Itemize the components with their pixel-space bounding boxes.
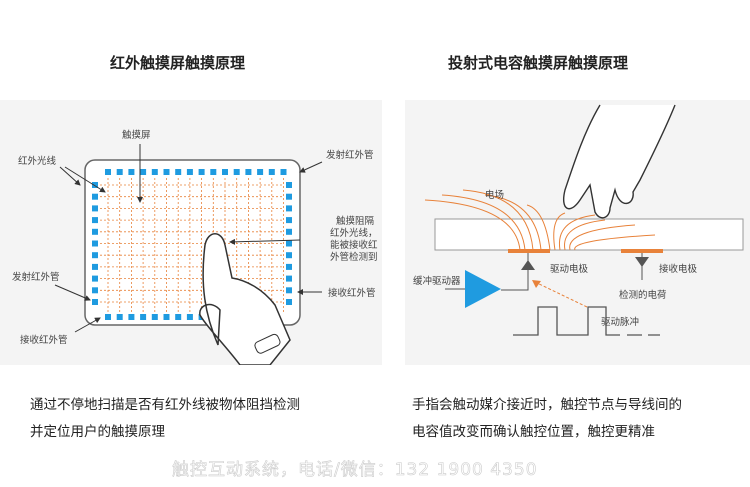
right-caption-line-1: 手指会触动媒介接近时，触控节点与导线间的 bbox=[412, 397, 682, 413]
emitter-tube-top bbox=[198, 169, 205, 175]
emitter-tube-top bbox=[222, 169, 228, 175]
label-field: 电场 bbox=[485, 189, 504, 201]
receiver-tube-bottom bbox=[128, 314, 135, 320]
receiver-tube-right bbox=[286, 217, 292, 224]
receive-electrode bbox=[621, 249, 663, 253]
emitter-tube-top bbox=[116, 169, 123, 175]
emitter-tube-left bbox=[92, 182, 98, 188]
receiver-tube-bottom bbox=[175, 314, 182, 320]
receiver-tube-bottom bbox=[105, 314, 111, 320]
emitter-tube-top bbox=[151, 169, 158, 175]
capacitive-diagram-panel: 电场 驱动电极 接收电极 缓冲驱动器 检测的电荷 驱动脉冲 bbox=[405, 100, 750, 365]
label-pulse: 驱动脉冲 bbox=[601, 316, 639, 328]
emitter-tube-left bbox=[92, 228, 98, 235]
capacitive-diagram: 电场 驱动电极 接收电极 缓冲驱动器 检测的电荷 驱动脉冲 bbox=[413, 104, 744, 336]
left-caption-line-2: 并定位用户的触摸原理 bbox=[30, 424, 165, 440]
ir-diagram: 触摸屏 红外光线 发射红外管 触摸阻隔 红外光线， 能被接收红 外管检测到 发射… bbox=[12, 129, 378, 366]
emitter-tube-top bbox=[268, 169, 275, 175]
receiver-tube-right bbox=[286, 205, 292, 212]
field-line bbox=[569, 224, 636, 251]
receiver-tube-right bbox=[286, 228, 292, 235]
pulse-waveform bbox=[513, 306, 660, 336]
receiver-tube-right bbox=[286, 263, 292, 270]
label-charge: 检测的电荷 bbox=[619, 289, 667, 301]
receiver-tube-bottom bbox=[140, 314, 147, 320]
emitter-tube-top bbox=[175, 169, 182, 175]
watermark: 触控互动系统，电话/微信：132 1900 4350 bbox=[172, 460, 538, 481]
field-line bbox=[526, 204, 551, 251]
field-line bbox=[462, 189, 534, 251]
receiver-tube-right bbox=[286, 240, 292, 247]
receiver-tube-bottom bbox=[163, 314, 170, 320]
emitter-tube-left bbox=[92, 275, 98, 282]
label-blocked-3: 能被接收红 bbox=[330, 239, 378, 251]
emitter-tube-left bbox=[92, 252, 98, 259]
emitter-tube-top bbox=[233, 169, 240, 175]
receiver-tube-right bbox=[286, 252, 292, 259]
label-buffer: 缓冲驱动器 bbox=[413, 275, 461, 287]
emitter-tube-left bbox=[92, 240, 98, 247]
label-ir-rays: 红外光线 bbox=[18, 155, 57, 167]
glass-layer bbox=[434, 218, 744, 251]
emitter-tube-top bbox=[105, 169, 111, 175]
emitter-tube-top bbox=[128, 169, 135, 175]
drive-arrow-icon bbox=[521, 260, 535, 270]
left-title: 红外触摸屏触摸原理 bbox=[110, 54, 246, 72]
receiver-tube-right bbox=[286, 182, 292, 188]
right-title: 投射式电容触摸屏触摸原理 bbox=[448, 54, 629, 72]
receiver-tube-right bbox=[286, 299, 292, 305]
label-receiver-right: 接收红外管 bbox=[328, 287, 376, 299]
ir-diagram-panel: 触摸屏 红外光线 发射红外管 触摸阻隔 红外光线， 能被接收红 外管检测到 发射… bbox=[0, 100, 382, 366]
emitter-tube-top bbox=[140, 169, 147, 175]
field-line bbox=[441, 194, 526, 251]
emitter-tube-left bbox=[92, 263, 98, 270]
emitter-tube-left bbox=[92, 299, 98, 305]
field-line bbox=[558, 214, 596, 251]
finger-icon bbox=[199, 233, 291, 366]
emitter-tube-top bbox=[186, 169, 193, 175]
label-drive-electrode: 驱动电极 bbox=[550, 263, 589, 275]
field-line bbox=[424, 199, 521, 251]
drive-electrode bbox=[508, 249, 550, 253]
emitter-tube-top bbox=[210, 169, 217, 175]
left-caption-line-1: 通过不停地扫描是否有红外线被物体阻挡检测 bbox=[30, 397, 300, 413]
label-blocked-1: 触摸阻隔 bbox=[336, 215, 375, 227]
field-line bbox=[553, 212, 566, 251]
emitter-tube-top bbox=[245, 169, 252, 175]
receiver-tube-right bbox=[286, 193, 292, 200]
receiver-tube-right bbox=[286, 275, 292, 282]
receiver-tube-right bbox=[286, 287, 292, 294]
label-emitter-top: 发射红外管 bbox=[326, 149, 374, 161]
right-caption: 手指会触动媒介接近时，触控节点与导线间的 电容值改变而确认触控位置，触控更精准 bbox=[412, 392, 682, 446]
emitter-tube-top bbox=[257, 169, 264, 175]
fingernail bbox=[254, 333, 281, 354]
hand-icon bbox=[563, 104, 676, 219]
emitter-tube-top bbox=[280, 169, 287, 175]
emitter-tube-left bbox=[92, 287, 98, 294]
emitter-tube-top bbox=[163, 169, 170, 175]
label-emitter-left: 发射红外管 bbox=[12, 271, 60, 283]
emitter-tube-left bbox=[92, 217, 98, 224]
emitter-tube-left bbox=[92, 193, 98, 200]
label-receive-electrode: 接收电极 bbox=[659, 263, 698, 275]
receiver-tube-bottom bbox=[186, 314, 193, 320]
field-line bbox=[564, 219, 606, 251]
field-line bbox=[484, 194, 542, 251]
label-blocked-2: 红外光线， bbox=[330, 227, 378, 239]
label-blocked-4: 外管检测到 bbox=[330, 251, 378, 263]
buffer-driver-icon bbox=[465, 270, 501, 308]
emitter-tube-left bbox=[92, 205, 98, 212]
field-line bbox=[574, 234, 656, 251]
label-screen: 触摸屏 bbox=[122, 129, 151, 141]
label-receiver-bottom: 接收红外管 bbox=[20, 334, 68, 346]
receiver-tube-bottom bbox=[151, 314, 158, 320]
right-caption-line-2: 电容值改变而确认触控位置，触控更精准 bbox=[412, 424, 655, 440]
left-caption: 通过不停地扫描是否有红外线被物体阻挡检测 并定位用户的触摸原理 bbox=[30, 392, 300, 446]
electric-field-lines bbox=[424, 189, 656, 251]
receiver-tube-bottom bbox=[116, 314, 123, 320]
